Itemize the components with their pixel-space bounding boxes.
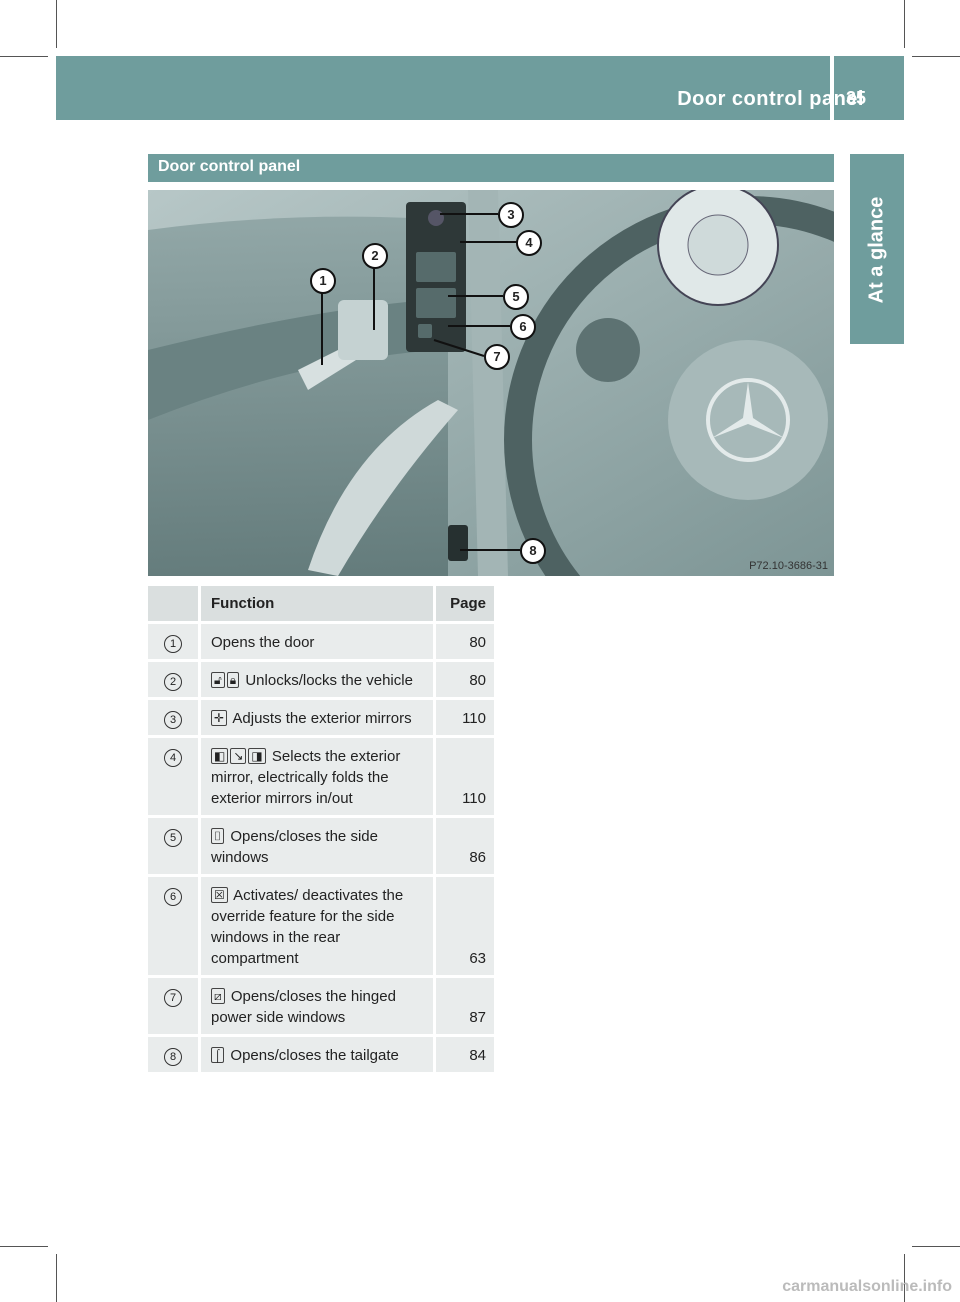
- side-tab-label: At a glance: [865, 196, 888, 304]
- header-function: Function: [199, 586, 435, 624]
- table-row: 5 ⌷ Opens/closes the side windows 86: [148, 816, 494, 877]
- row-number: 5: [164, 829, 182, 847]
- table-row: 1 Opens the door 80: [148, 622, 494, 662]
- crop-mark: [904, 0, 905, 48]
- hinged-window-icon: ⧄: [211, 988, 225, 1004]
- row-function-text: Opens/closes the hinged power side windo…: [211, 988, 396, 1026]
- table-row: 3 ✛ Adjusts the exterior mirrors 110: [148, 698, 494, 738]
- callout-3: 3: [498, 202, 524, 228]
- row-page: 86: [433, 816, 494, 877]
- section-bar: [148, 154, 834, 182]
- window-icon: ⌷: [211, 828, 225, 844]
- row-page: 63: [433, 875, 494, 978]
- row-function-text: Opens/closes the side windows: [211, 828, 378, 866]
- row-page: 80: [433, 622, 494, 662]
- lock-open-icon: 🔓︎: [211, 672, 225, 688]
- header-title: Door control panel: [677, 88, 864, 110]
- header-separator: [830, 56, 834, 120]
- section-title: Door control panel: [158, 158, 301, 175]
- callout-2: 2: [362, 243, 388, 269]
- row-number: 4: [164, 749, 182, 767]
- tailgate-icon: ⌠: [211, 1047, 225, 1063]
- row-number: 2: [164, 673, 182, 691]
- crop-mark: [912, 56, 960, 57]
- table-row: 4 ◧↘◨ Selects the exterior mirror, elect…: [148, 736, 494, 818]
- mirror-left-icon: ◧: [211, 748, 229, 764]
- row-number: 6: [164, 888, 182, 906]
- function-table: Function Page 1 Opens the door 80 2 🔓︎🔒︎…: [148, 586, 494, 1075]
- row-number: 8: [164, 1048, 182, 1066]
- side-tab: [850, 154, 904, 344]
- callout-4: 4: [516, 230, 542, 256]
- crop-mark: [904, 1254, 905, 1302]
- table-row: 7 ⧄ Opens/closes the hinged power side w…: [148, 976, 494, 1037]
- row-page: 87: [433, 976, 494, 1037]
- row-number: 3: [164, 711, 182, 729]
- header-page: Page: [433, 586, 494, 624]
- crop-mark: [56, 0, 57, 48]
- row-page: 84: [433, 1035, 494, 1075]
- table-row: 2 🔓︎🔒︎ Unlocks/locks the vehicle 80: [148, 660, 494, 700]
- crop-mark: [0, 56, 48, 57]
- row-function-text: Unlocks/locks the vehicle: [245, 672, 413, 689]
- mirror-fold-icon: ↘: [230, 748, 247, 764]
- callout-6: 6: [510, 314, 536, 340]
- row-function-text: Adjusts the exterior mirrors: [232, 710, 412, 727]
- table-header-row: Function Page: [148, 586, 494, 624]
- row-function-text: Selects the exterior mirror, electricall…: [211, 748, 401, 807]
- row-number: 1: [164, 635, 182, 653]
- row-page: 80: [433, 660, 494, 700]
- row-function-text: Activates/ deactivates the override feat…: [211, 887, 404, 967]
- callout-8: 8: [520, 538, 546, 564]
- mirror-adjust-icon: ✛: [211, 710, 228, 726]
- crop-mark: [0, 1246, 48, 1247]
- door-panel-photo: 1 2 3 4 5 6 7 8 P72.10-3686-31: [148, 190, 834, 576]
- callout-5: 5: [503, 284, 529, 310]
- header-band: [56, 56, 904, 120]
- row-number: 7: [164, 989, 182, 1007]
- lock-closed-icon: 🔒︎: [226, 672, 240, 688]
- callout-7: 7: [484, 344, 510, 370]
- table-row: 8 ⌠ Opens/closes the tailgate 84: [148, 1035, 494, 1075]
- row-function-text: Opens/closes the tailgate: [230, 1047, 399, 1064]
- row-page: 110: [433, 736, 494, 818]
- crop-mark: [912, 1246, 960, 1247]
- footer-watermark: carmanualsonline.info: [782, 1278, 952, 1295]
- page-number: 35: [846, 88, 867, 108]
- callout-1: 1: [310, 268, 336, 294]
- figure-code: P72.10-3686-31: [749, 560, 828, 572]
- override-icon: ☒: [211, 887, 228, 903]
- mirror-right-icon: ◨: [248, 748, 266, 764]
- row-function-text: Opens the door: [211, 634, 315, 651]
- row-page: 110: [433, 698, 494, 738]
- header-number: [148, 586, 201, 624]
- crop-mark: [56, 1254, 57, 1302]
- table-row: 6 ☒ Activates/ deactivates the override …: [148, 875, 494, 978]
